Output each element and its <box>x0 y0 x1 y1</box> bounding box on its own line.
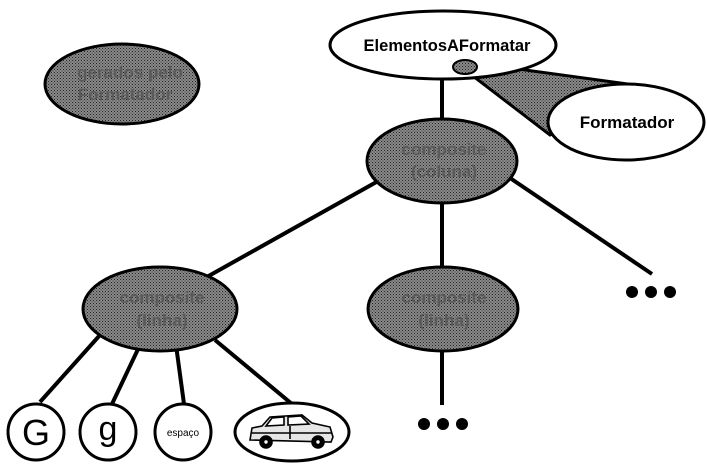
leaf-g-upper-glyph: G <box>22 412 50 453</box>
composite-row-mid-node: composite (linha) <box>366 265 520 353</box>
edge-row-left-space <box>174 344 186 405</box>
leaf-g-lower: g <box>78 402 138 462</box>
formatter-node: Formatador <box>546 82 706 162</box>
leaf-space-label: espaço <box>167 428 200 439</box>
formatter-label: Formatador <box>580 113 675 132</box>
composite-row-mid-line1: composite <box>401 288 486 307</box>
leaf-space: espaço <box>153 402 213 462</box>
composite-column-line1: composite <box>401 140 486 159</box>
ellipsis-right <box>626 286 676 298</box>
composite-row-left-line1: composite <box>119 288 204 307</box>
ellipsis-bottom <box>418 418 468 430</box>
composite-row-mid-line2: (linha) <box>419 311 470 330</box>
legend-generated-by-formatter: gerados pelo Formatador <box>43 42 201 126</box>
root-node: ElementosAFormatar <box>328 9 558 81</box>
composite-column-line2: (coluna) <box>411 162 477 181</box>
composite-row-left-node: composite (linha) <box>81 265 239 353</box>
edge-column-ellipsis <box>508 176 654 276</box>
legend-line1: gerados pelo <box>77 63 183 82</box>
car-icon <box>249 414 334 449</box>
composite-row-left-line2: (linha) <box>137 311 188 330</box>
edge-row-left-car <box>213 338 294 406</box>
root-label: ElementosAFormatar <box>364 37 531 55</box>
legend-line2: Formatador <box>78 85 173 104</box>
leaf-g-lower-glyph: g <box>99 410 118 448</box>
composite-column-node: composite (coluna) <box>365 117 519 205</box>
leaf-g-upper: G <box>6 402 66 462</box>
edge-column-row-left <box>204 178 381 280</box>
formatter-anchor-dot <box>452 59 478 75</box>
leaf-car-image <box>233 401 351 463</box>
tree-edges <box>38 72 654 406</box>
edge-row-left-g-upper <box>38 333 102 404</box>
edge-row-left-g-lower <box>110 344 142 405</box>
